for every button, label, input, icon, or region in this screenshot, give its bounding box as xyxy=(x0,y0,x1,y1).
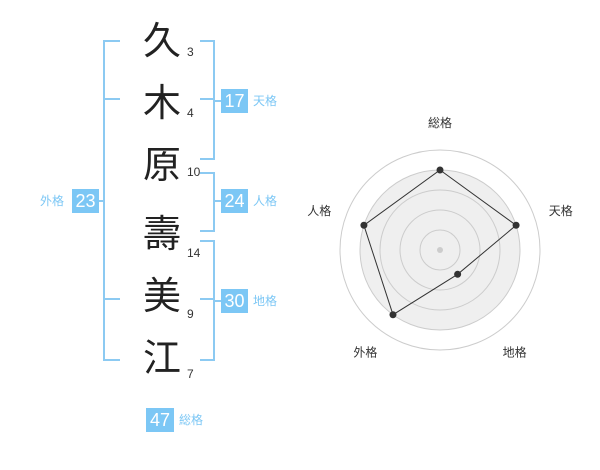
radar-ring xyxy=(339,149,541,351)
radar-ring xyxy=(379,189,501,311)
soukaku-label: 総格 xyxy=(179,413,204,427)
radar-label-5: 人格 xyxy=(307,203,331,218)
name-char-1: 久 xyxy=(142,19,181,63)
radar-polygon xyxy=(363,169,517,316)
jinkaku-connector xyxy=(214,200,222,202)
radar-label-3: 地格 xyxy=(503,345,527,360)
radar-point-3 xyxy=(454,270,462,278)
name-char-6: 江 xyxy=(142,336,181,380)
radar-point-2 xyxy=(512,221,520,229)
radar-label-2: 天格 xyxy=(549,203,573,218)
radar-polygon-group xyxy=(360,166,520,319)
name-char-3: 原 xyxy=(142,143,181,187)
stroke-count-1: 3 xyxy=(187,45,194,59)
stroke-count-3: 10 xyxy=(187,165,201,179)
gaikaku-bracket xyxy=(103,40,120,361)
chikaku-label: 地格 xyxy=(253,294,278,308)
name-char-2: 木 xyxy=(142,81,181,125)
radar-rings xyxy=(339,149,541,351)
radar-point-1 xyxy=(436,166,444,174)
stroke-count-2: 4 xyxy=(187,106,194,120)
radar-center xyxy=(437,247,443,253)
gaikaku-bracket-tick xyxy=(103,98,120,100)
chikaku-value: 30 xyxy=(221,289,248,313)
radar-ring xyxy=(399,209,481,291)
jinkaku-value: 24 xyxy=(221,189,248,213)
name-char-4: 壽 xyxy=(142,212,181,256)
radar-ring xyxy=(419,229,461,271)
radar-label-4: 外格 xyxy=(353,345,377,360)
soukaku-value: 47 xyxy=(146,408,174,432)
tenkaku-bracket-tick xyxy=(200,98,215,100)
stroke-count-5: 9 xyxy=(187,307,194,321)
chikaku-bracket-tick xyxy=(200,298,215,300)
radar-point-4 xyxy=(389,311,397,319)
radar-label-1: 総格 xyxy=(428,115,452,130)
tenkaku-label: 天格 xyxy=(253,94,278,108)
gaikaku-label: 外格 xyxy=(40,194,65,208)
gaikaku-bracket-tick xyxy=(103,298,120,300)
tenkaku-connector xyxy=(214,100,222,102)
stroke-count-4: 14 xyxy=(187,246,201,260)
stroke-count-6: 7 xyxy=(187,367,194,381)
jinkaku-bracket xyxy=(200,172,215,232)
name-char-5: 美 xyxy=(142,274,181,318)
jinkaku-label: 人格 xyxy=(253,194,278,208)
radar-point-5 xyxy=(360,221,368,229)
tenkaku-value: 17 xyxy=(221,89,248,113)
chikaku-connector xyxy=(214,300,222,302)
gaikaku-value: 23 xyxy=(72,189,99,213)
